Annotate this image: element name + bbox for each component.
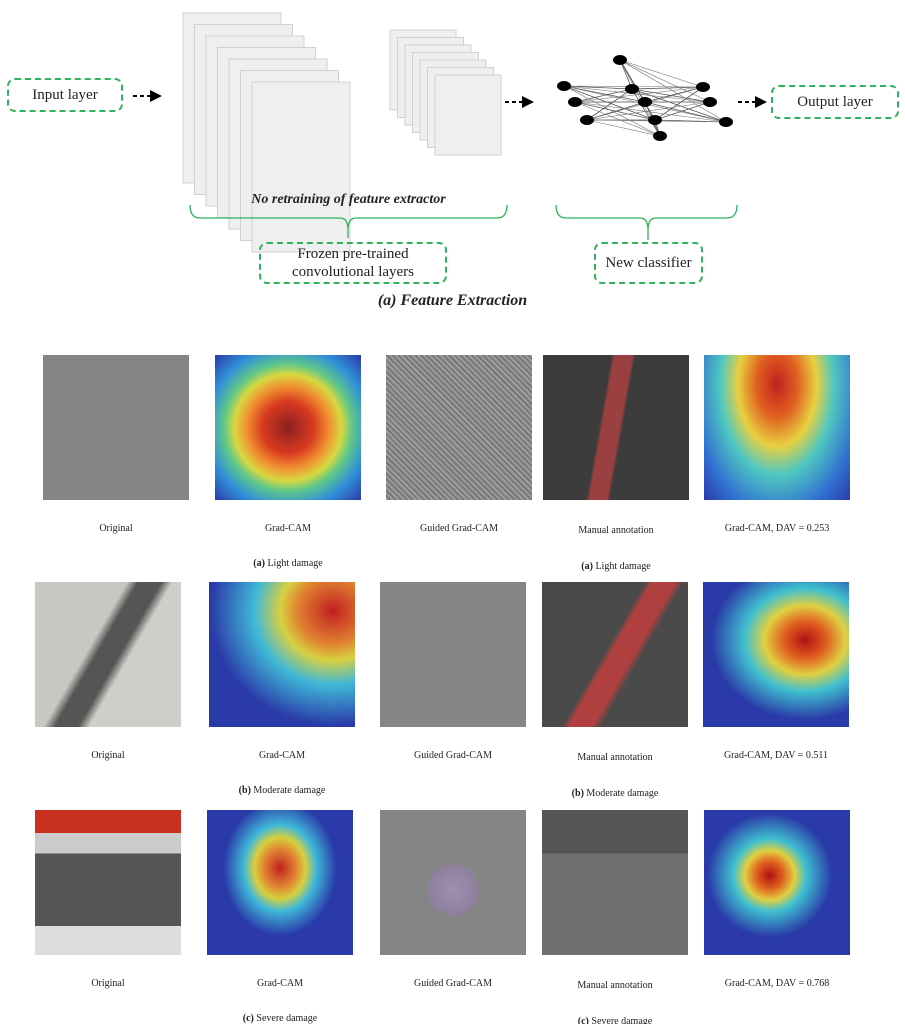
column-label: Original xyxy=(91,978,125,989)
manual-annotation-image xyxy=(542,582,688,727)
grad-cam-dav-image xyxy=(703,582,849,727)
group-caption: (b) Moderate damage xyxy=(515,788,715,799)
column-label: Guided Grad-CAM xyxy=(413,978,493,989)
group-caption: (c) Severe damage xyxy=(515,1016,715,1024)
group-caption: (a) Light damage xyxy=(188,558,388,569)
brace-frozen xyxy=(189,204,508,238)
group-caption: (a) Light damage xyxy=(516,561,716,572)
original-image xyxy=(35,810,181,955)
output-layer-box: Output layer xyxy=(771,85,899,119)
group-prefix: (c) xyxy=(577,1016,589,1024)
column-label: Guided Grad-CAM xyxy=(413,750,493,761)
group-prefix: (c) xyxy=(242,1013,254,1024)
cnn-diagram xyxy=(133,12,767,253)
grad-cam-image xyxy=(207,810,353,955)
frozen-layers-box: Frozen pre-trained convolutional layers xyxy=(259,242,447,284)
column-label: Grad-CAM xyxy=(258,750,306,761)
neuron xyxy=(696,82,710,92)
arrow-icon xyxy=(133,90,767,108)
frozen-layers-label: Frozen pre-trained convolutional layers xyxy=(291,246,415,280)
grad-cam-image xyxy=(215,355,361,500)
feature-maps-large xyxy=(182,12,351,253)
grad-cam-dav-image xyxy=(704,810,850,955)
input-layer-box: Input layer xyxy=(7,78,123,112)
guided-grad-cam-image xyxy=(380,810,526,955)
guided-grad-cam-image xyxy=(386,355,532,500)
original-image xyxy=(43,355,189,500)
input-layer-label: Input layer xyxy=(32,87,98,103)
column-label: Original xyxy=(99,523,133,534)
new-classifier-box: New classifier xyxy=(594,242,703,284)
column-label: Grad-CAM xyxy=(264,523,312,534)
group-caption: (c) Severe damage xyxy=(180,1013,380,1024)
neural-network-icon xyxy=(557,55,733,141)
column-label: Grad-CAM, DAV = 0.253 xyxy=(724,523,830,534)
group-prefix: (a) xyxy=(253,558,265,569)
no-retraining-text: No retraining of feature extractor xyxy=(251,192,446,207)
feature-map xyxy=(434,74,502,156)
grad-cam-dav-image xyxy=(704,355,850,500)
output-layer-label: Output layer xyxy=(797,94,873,110)
group-label: Moderate damage xyxy=(583,788,659,799)
column-label: Manual annotation xyxy=(577,752,653,763)
column-label: Manual annotation xyxy=(578,525,654,536)
manual-annotation-image xyxy=(542,810,688,955)
neuron xyxy=(719,117,733,127)
column-label: Guided Grad-CAM xyxy=(419,523,499,534)
neuron xyxy=(653,131,667,141)
group-label: Severe damage xyxy=(253,1013,318,1024)
feature-maps-small xyxy=(389,29,502,156)
column-label: Original xyxy=(91,750,125,761)
neuron xyxy=(648,115,662,125)
group-prefix: (b) xyxy=(238,785,251,796)
column-label: Grad-CAM xyxy=(256,978,304,989)
neuron xyxy=(568,97,582,107)
grad-cam-image xyxy=(209,582,355,727)
original-image xyxy=(35,582,181,727)
neuron xyxy=(613,55,627,65)
column-label: Manual annotation xyxy=(577,980,653,991)
neuron xyxy=(703,97,717,107)
neuron xyxy=(638,97,652,107)
manual-annotation-image xyxy=(543,355,689,500)
brace-classifier xyxy=(555,204,738,240)
diagram-caption: (a) Feature Extraction xyxy=(377,292,528,309)
guided-grad-cam-image xyxy=(380,582,526,727)
new-classifier-label: New classifier xyxy=(605,255,692,271)
group-label: Moderate damage xyxy=(250,785,326,796)
group-prefix: (b) xyxy=(571,788,584,799)
neuron xyxy=(580,115,594,125)
column-label: Grad-CAM, DAV = 0.511 xyxy=(723,750,829,761)
neuron xyxy=(625,84,639,94)
group-label: Light damage xyxy=(592,561,651,572)
group-caption: (b) Moderate damage xyxy=(182,785,382,796)
group-label: Severe damage xyxy=(588,1016,653,1024)
column-label: Grad-CAM, DAV = 0.768 xyxy=(724,978,830,989)
neuron xyxy=(557,81,571,91)
feature-map xyxy=(251,81,351,253)
group-prefix: (a) xyxy=(581,561,593,572)
group-label: Light damage xyxy=(264,558,323,569)
